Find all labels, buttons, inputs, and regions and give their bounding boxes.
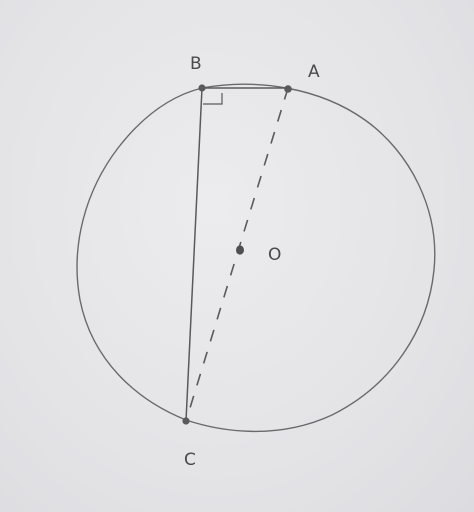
point-o — [236, 245, 244, 255]
circle — [76, 83, 436, 433]
label-c: C — [184, 450, 196, 470]
segment-bc — [185, 87, 203, 422]
point-c — [182, 417, 190, 425]
right-angle-mark — [203, 93, 223, 105]
label-a: A — [308, 62, 320, 82]
label-o: O — [268, 245, 281, 265]
point-b — [198, 84, 206, 92]
point-a — [284, 85, 292, 93]
label-b: B — [190, 54, 202, 74]
